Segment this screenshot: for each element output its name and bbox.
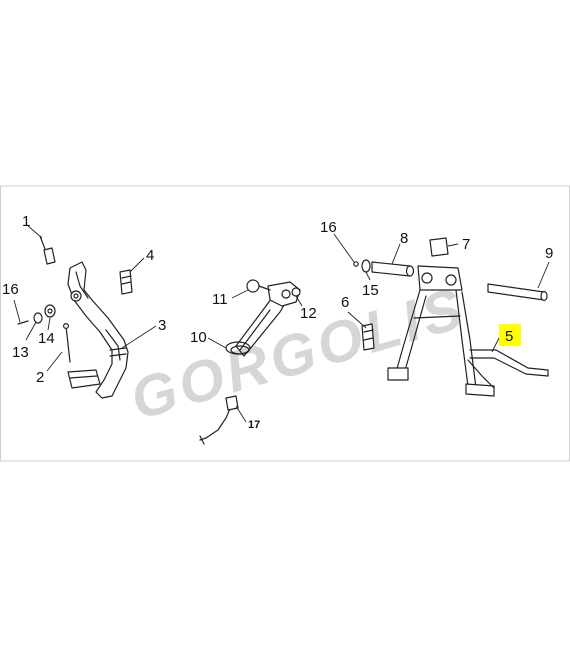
callout-15: 15 — [362, 282, 379, 299]
callout-5-highlight — [499, 324, 521, 346]
callout-8: 8 — [400, 230, 408, 247]
side-stand-assembly — [199, 279, 301, 445]
brake-pedal-assembly — [17, 235, 133, 399]
callout-7: 7 — [462, 236, 470, 253]
watermark: GORGOLIS — [124, 275, 473, 432]
callout-11: 11 — [212, 291, 228, 308]
leader-lines — [13, 225, 550, 423]
callout-14: 14 — [38, 330, 55, 347]
callout-16-right: 16 — [320, 219, 337, 236]
callout-10: 10 — [190, 329, 207, 346]
callout-13: 13 — [12, 344, 29, 361]
callout-3: 3 — [158, 317, 166, 334]
callout-2: 2 — [36, 369, 44, 386]
callout-5: 5 — [505, 328, 513, 345]
callout-17: 17 — [248, 419, 260, 431]
callout-4: 4 — [146, 247, 154, 264]
callout-1: 1 — [22, 213, 30, 230]
callout-6: 6 — [341, 294, 349, 311]
callout-9: 9 — [545, 245, 553, 262]
callout-16-left: 16 — [2, 281, 19, 298]
callout-12: 12 — [300, 305, 317, 322]
callout-labels: 1 2 3 4 5 6 7 8 9 10 11 12 13 14 15 16 1… — [2, 213, 553, 431]
centre-stand-assembly — [353, 237, 549, 397]
